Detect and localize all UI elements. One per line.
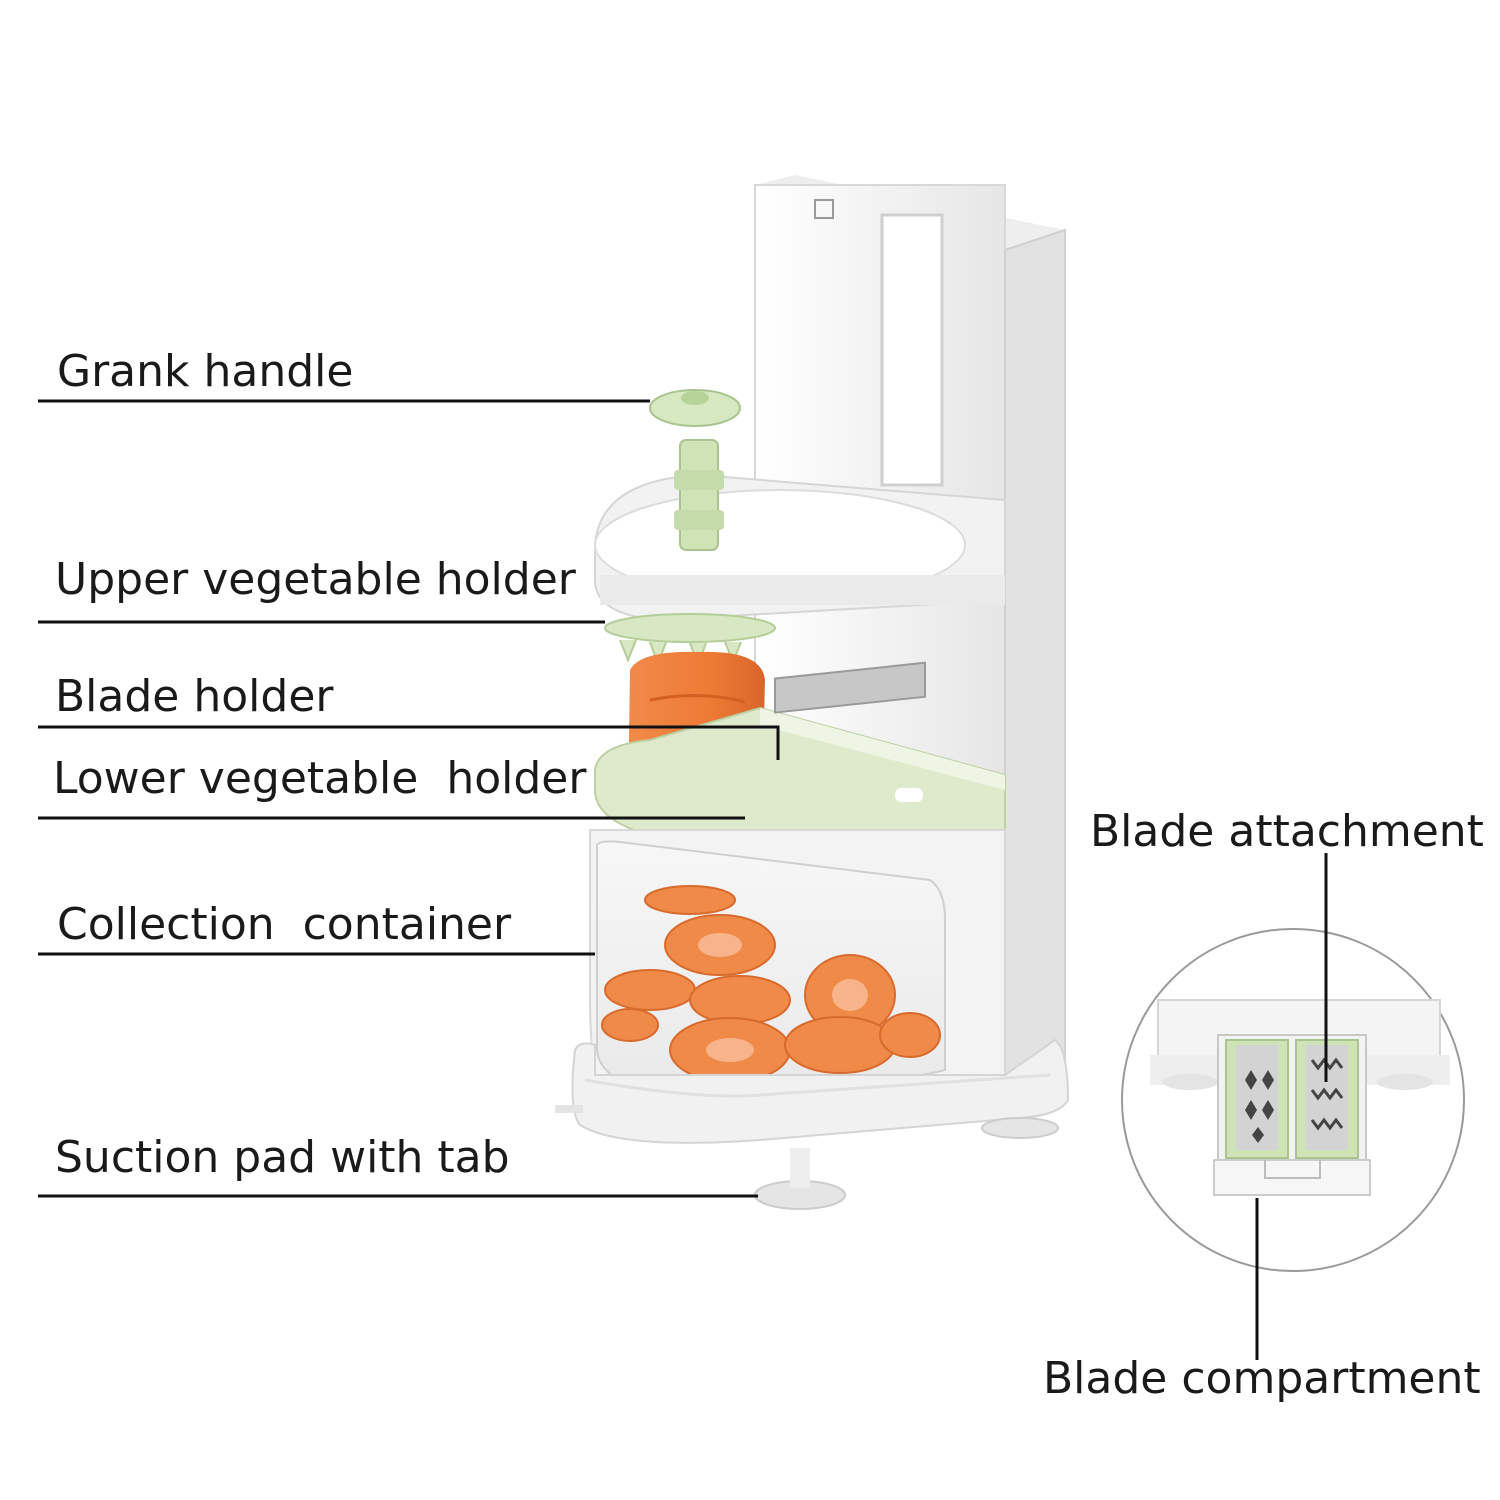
label-blade-holder: Blade holder <box>55 671 334 722</box>
leader-blade-holder <box>38 725 780 760</box>
label-upper-holder: Upper vegetable holder <box>55 554 576 605</box>
label-collection-container: Collection container <box>57 899 512 950</box>
upper-holder-art <box>594 473 1006 622</box>
label-suction-pad: Suction pad with tab <box>55 1132 510 1183</box>
label-lower-holder: Lower vegetable holder <box>53 753 587 804</box>
label-crank-handle: Grank handle <box>57 346 354 397</box>
leader-lines <box>38 399 1328 1360</box>
blade-slot <box>774 661 926 714</box>
column-notch <box>814 199 834 219</box>
label-blade-attachment: Blade attachment <box>1090 806 1484 857</box>
base-art <box>555 1038 1070 1210</box>
blade-holder-art <box>604 613 776 668</box>
collection-container-art <box>589 829 1006 1096</box>
suction-pad-right <box>981 1117 1059 1139</box>
label-blade-compartment: Blade compartment <box>1043 1353 1481 1404</box>
crank-handle-art <box>649 389 741 551</box>
zoom-inset <box>1121 928 1465 1272</box>
